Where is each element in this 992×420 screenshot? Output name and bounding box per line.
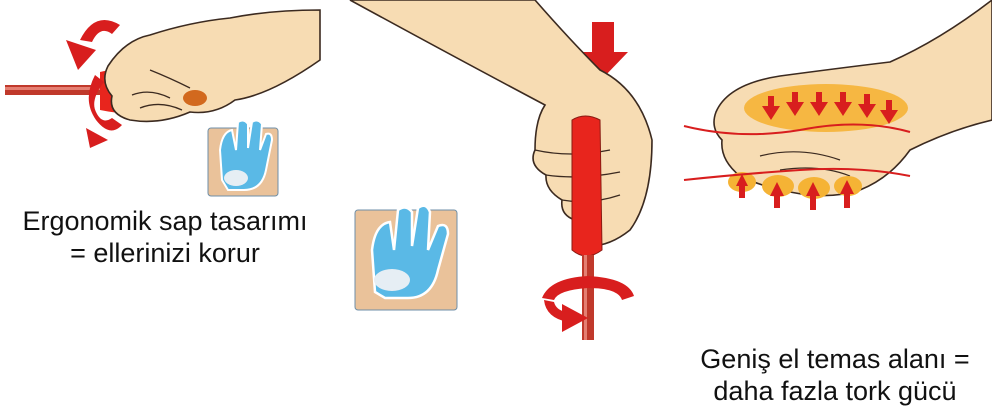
ergonomic-grip-illustration [0, 0, 330, 200]
caption-torque: Geniş el temas alanı = daha fazla tork g… [660, 343, 992, 407]
torque-grip-illustration [330, 0, 680, 340]
panel-ergonomic-grip: Ergonomik sap tasarımı = ellerinizi koru… [0, 0, 330, 420]
caption-ergonomic-line2: = ellerinizi korur [0, 237, 330, 269]
rotate-arrow-icon [80, 20, 120, 42]
caption-torque-line1: Geniş el temas alanı = [660, 343, 992, 375]
glove-icon [208, 120, 278, 196]
hand [105, 10, 320, 121]
screwdriver-handle [572, 116, 602, 256]
panel-pressure-points [680, 0, 992, 260]
caption-ergonomic: Ergonomik sap tasarımı = ellerinizi koru… [0, 205, 330, 269]
glove-icon [355, 206, 457, 310]
panel-torque-grip: Geniş el temas alanı = daha fazla tork g… [330, 0, 680, 420]
screwdriver-shaft [582, 255, 594, 340]
pressure-points-illustration [680, 0, 992, 260]
caption-ergonomic-line1: Ergonomik sap tasarımı [0, 205, 330, 237]
caption-torque-line2: daha fazla tork gücü [660, 375, 992, 407]
